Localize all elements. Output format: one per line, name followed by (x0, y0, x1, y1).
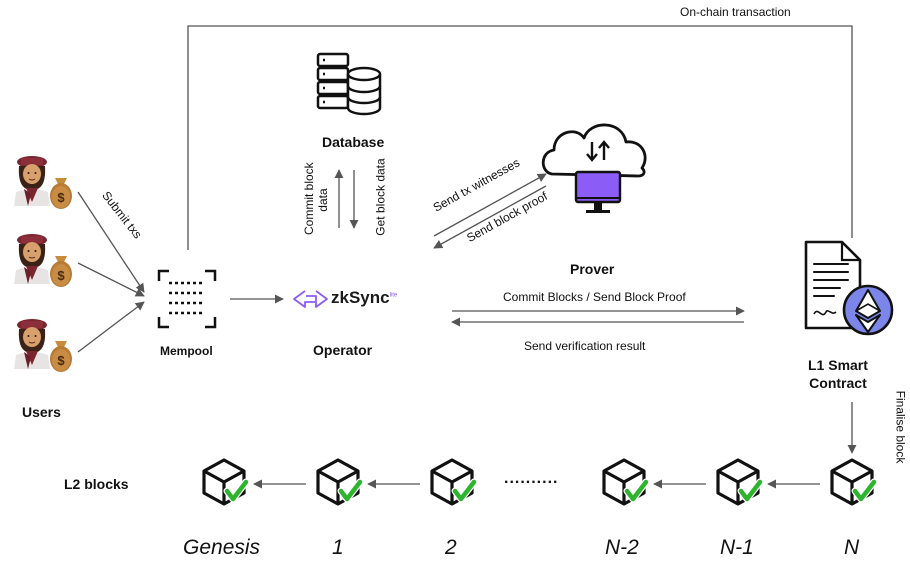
zksync-logo-text: zkSynclite (331, 288, 397, 308)
database-label: Database (322, 134, 385, 150)
user-icon-2 (13, 233, 51, 285)
mempool-icon (157, 269, 217, 329)
l1-label-line2: Contract (809, 375, 867, 391)
onchain-transaction-label: On-chain transaction (680, 5, 791, 19)
zksync-lite-badge: lite (389, 292, 398, 299)
money-bag-icon-3 (50, 341, 72, 372)
operator-label: Operator (313, 342, 373, 358)
block-label-n-1: N-1 (720, 536, 754, 559)
prover-cloud-icon (541, 123, 647, 178)
prover-computer-icon (574, 170, 622, 213)
user-icon-3 (13, 318, 51, 370)
block-label-n-2: N-2 (605, 536, 639, 559)
prover-label: Prover (570, 261, 615, 277)
commit-block-data-label: Commit block data (302, 162, 330, 235)
money-bag-icon-1 (50, 178, 72, 209)
commit-blocks-label: Commit Blocks / Send Block Proof (503, 290, 686, 304)
finalise-block-label: Finalise block (893, 390, 908, 464)
l1-smart-contract-label: L1 Smart Contract (808, 356, 868, 392)
onchain-transaction-connector (187, 25, 853, 250)
verification-result-label: Send verification result (524, 339, 646, 353)
block-label-2: 2 (445, 536, 457, 559)
commit-block-data-line2: data (316, 188, 330, 212)
l1-label-line1: L1 Smart (808, 357, 868, 373)
zksync-wordmark: zkSync (331, 288, 390, 307)
zksync-logo-icon (293, 290, 328, 308)
get-block-data-label: Get block data (373, 158, 388, 236)
users-label: Users (22, 404, 61, 420)
block-label-genesis: Genesis (183, 536, 261, 559)
block-icon-n (832, 460, 874, 504)
chain-ellipsis: .......... (504, 470, 559, 487)
send-witnesses-arrow (433, 173, 547, 237)
user-icon-1 (13, 155, 51, 207)
block-icon-2 (432, 460, 474, 504)
block-label-n: N (844, 536, 860, 559)
block-icon-n-1 (718, 460, 760, 504)
block-label-1: 1 (332, 536, 344, 559)
money-bag-icon-2 (50, 256, 72, 287)
block-icon-n-2 (604, 460, 646, 504)
block-icon-genesis (204, 460, 246, 504)
commit-block-data-line1: Commit block (302, 162, 316, 235)
mempool-label: Mempool (160, 344, 213, 358)
block-icon-1 (318, 460, 360, 504)
database-icon (316, 52, 382, 116)
ethereum-icon (842, 284, 894, 336)
submit-arrows (77, 191, 145, 353)
l2-blocks-label: L2 blocks (64, 476, 129, 492)
send-proof-arrow (433, 185, 547, 249)
